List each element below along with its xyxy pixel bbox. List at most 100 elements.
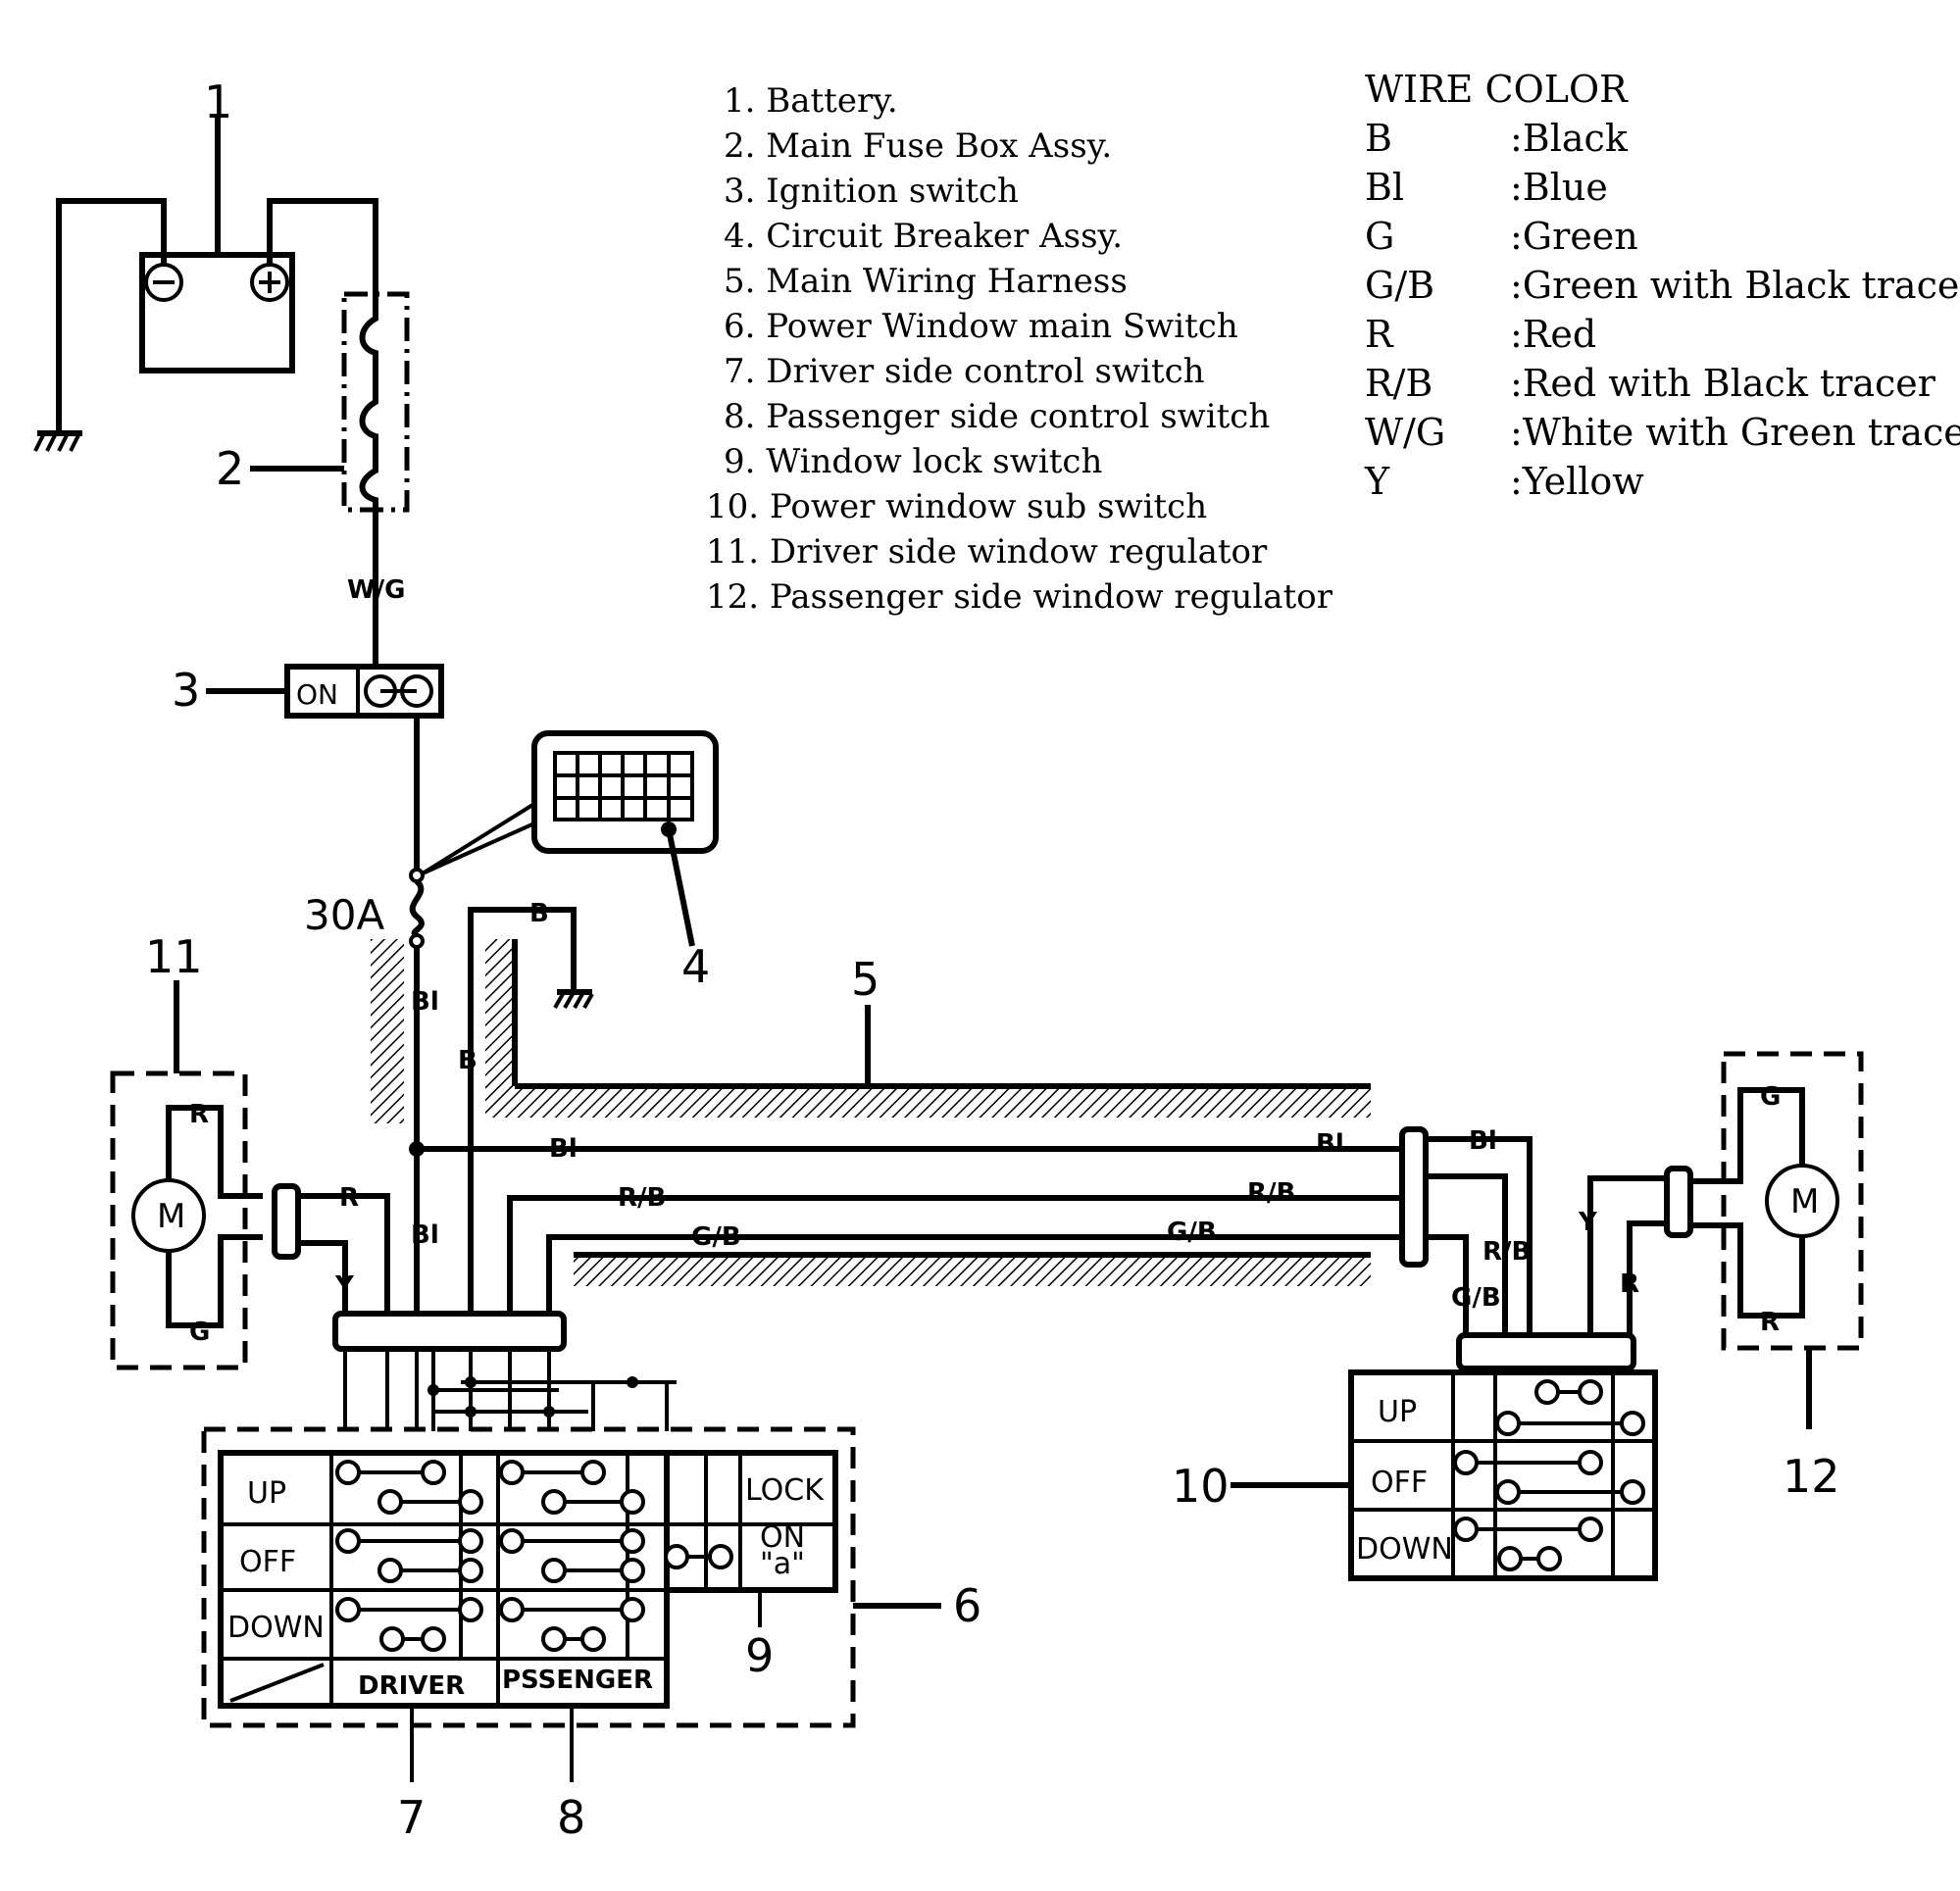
component-legend: 1. Battery. 2. Main Fuse Box Assy. 3. Ig…: [706, 81, 1333, 617]
wire-name-g: :Green: [1510, 215, 1638, 258]
legend-item-10: 10. Power window sub switch: [706, 487, 1207, 526]
wire-label-g-motor-left: G: [189, 1318, 210, 1347]
rb-harness-wire: [507, 1195, 1402, 1351]
sub-switch-connector: [1456, 1332, 1636, 1371]
circuit-breaker-assy: [531, 730, 719, 854]
callout-2: 2: [216, 442, 244, 495]
legend-item-7: 7. Driver side control switch: [724, 352, 1205, 391]
battery-ground-wire: [56, 198, 167, 431]
wire-label-rb-harness-left: R/B: [618, 1183, 666, 1213]
wire-label-gb-sub: G/B: [1451, 1283, 1501, 1313]
wire-label-gb-harness-right: G/B: [1167, 1218, 1217, 1247]
main-fuse-wire: [359, 294, 378, 549]
lock-switch-a-label: "a": [760, 1547, 805, 1581]
ignition-on-label: ON: [296, 678, 338, 711]
sub-switch-contacts: [1453, 1379, 1645, 1571]
wire-name-bl: :Blue: [1510, 166, 1608, 209]
wire-color-title: WIRE COLOR: [1365, 68, 1629, 111]
harness-hatch-left: [371, 939, 404, 1123]
harness-connector-right: [1399, 1126, 1429, 1268]
wire-label-rb-harness-right: R/B: [1247, 1178, 1295, 1208]
wire-name-r: :Red: [1510, 313, 1596, 356]
sub-bl-wire: [1426, 1136, 1533, 1335]
legend-item-2: 2. Main Fuse Box Assy.: [724, 126, 1112, 166]
passenger-motor: M: [1765, 1164, 1839, 1238]
wire-label-b-top: B: [529, 899, 549, 928]
callout-8: 8: [557, 1791, 585, 1844]
legend-item-4: 4. Circuit Breaker Assy.: [724, 217, 1123, 256]
driver-motor-r-wire: [166, 1105, 263, 1199]
wire-code-b: B: [1365, 117, 1392, 160]
wire-name-y: :Yellow: [1510, 460, 1644, 503]
window-lock-switch-contacts: [664, 1544, 733, 1569]
harness-hatch-bottom: [574, 1255, 1371, 1286]
wire-label-bl-harness-right: Bl: [1316, 1129, 1344, 1159]
wire-code-g: G: [1365, 215, 1394, 258]
wire-color-legend: WIRE COLOR B :Black Bl :Blue G :Green G/…: [1364, 68, 1960, 503]
power-window-main-switch: [201, 1426, 856, 1728]
wire-name-gb: :Green with Black tracer: [1510, 264, 1960, 307]
wire-label-y-driver: Y: [334, 1271, 355, 1301]
wire-label-r-motor-right: R: [1760, 1308, 1780, 1337]
sub-switch-down-label: DOWN: [1356, 1532, 1453, 1567]
passenger-motor-r-wire: [1690, 1222, 1805, 1319]
wire-name-rb: :Red with Black tracer: [1510, 362, 1936, 405]
wire-code-gb: G/B: [1365, 264, 1434, 307]
main-switch-connector: [332, 1311, 567, 1352]
sub-r-wire: [1627, 1220, 1667, 1335]
wire-label-bl-sub: Bl: [1469, 1126, 1497, 1156]
lock-switch-lock-label: LOCK: [745, 1473, 825, 1508]
sub-gb-wire: [1426, 1234, 1469, 1335]
battery-positive-wire: [267, 198, 378, 294]
callout-12: 12: [1783, 1450, 1840, 1503]
harness-hatch-inner-vertical: [485, 939, 515, 1088]
callout-10: 10: [1172, 1460, 1230, 1513]
ground-symbol-harness: [553, 989, 594, 1009]
ground-wire-b: [468, 907, 577, 1351]
main-switch-passenger-label: PSSENGER: [502, 1666, 653, 1695]
wire-label-r-sub: R: [1620, 1269, 1639, 1299]
legend-item-6: 6. Power Window main Switch: [724, 307, 1238, 346]
breaker-callout-pointer: [421, 802, 536, 875]
driver-motor-g-wire: [166, 1234, 263, 1328]
sub-switch-off-label: OFF: [1371, 1466, 1428, 1500]
main-switch-body: [218, 1450, 838, 1709]
main-switch-up-label: UP: [247, 1476, 286, 1511]
callout-11: 11: [145, 930, 203, 983]
passenger-window-regulator: [1721, 1051, 1864, 1351]
legend-item-8: 8. Passenger side control switch: [724, 397, 1270, 436]
wire-label-g-motor-right: G: [1760, 1082, 1781, 1112]
harness-hatch-top: [485, 1086, 1371, 1118]
sub-switch-up-label: UP: [1378, 1395, 1417, 1429]
callout-3: 3: [172, 664, 200, 717]
power-window-sub-switch: [1348, 1369, 1658, 1581]
legend-item-11: 11. Driver side window regulator: [706, 532, 1268, 572]
callout-1: 1: [204, 75, 232, 128]
passenger-regulator-connector: [1664, 1166, 1693, 1238]
wire-label-rb-sub: R/B: [1483, 1237, 1531, 1267]
passenger-motor-label: M: [1790, 1182, 1819, 1221]
legend-item-3: 3. Ignition switch: [724, 172, 1019, 211]
circuit-breaker-symbol: [409, 868, 425, 949]
sub-y-wire: [1587, 1175, 1667, 1335]
wire-code-rb: R/B: [1365, 362, 1432, 405]
wire-label-bl-lower: Bl: [411, 1220, 439, 1250]
wire-code-wg: W/G: [1365, 411, 1445, 454]
wire-label-bl-harness-left: Bl: [549, 1134, 578, 1164]
main-switch-off-label: OFF: [239, 1545, 296, 1579]
main-switch-pin-wires: [343, 1349, 677, 1431]
driver-regulator-connector: [272, 1183, 301, 1260]
driver-control-switch-contacts: [335, 1460, 483, 1652]
wire-name-b: :Black: [1510, 117, 1629, 160]
legend-item-5: 5. Main Wiring Harness: [724, 262, 1128, 301]
wire-label-b-vertical: B: [458, 1046, 477, 1075]
lock-switch-on-label: ON: [760, 1520, 805, 1555]
sub-rb-wire: [1426, 1173, 1508, 1335]
main-switch-driver-label: DRIVER: [358, 1671, 465, 1701]
callout-5: 5: [851, 953, 879, 1006]
battery: [139, 252, 295, 373]
wire-label-r-driver: R: [339, 1183, 359, 1213]
wire-code-y: Y: [1364, 460, 1390, 503]
wire-name-wg: :White with Green tracer: [1510, 411, 1960, 454]
